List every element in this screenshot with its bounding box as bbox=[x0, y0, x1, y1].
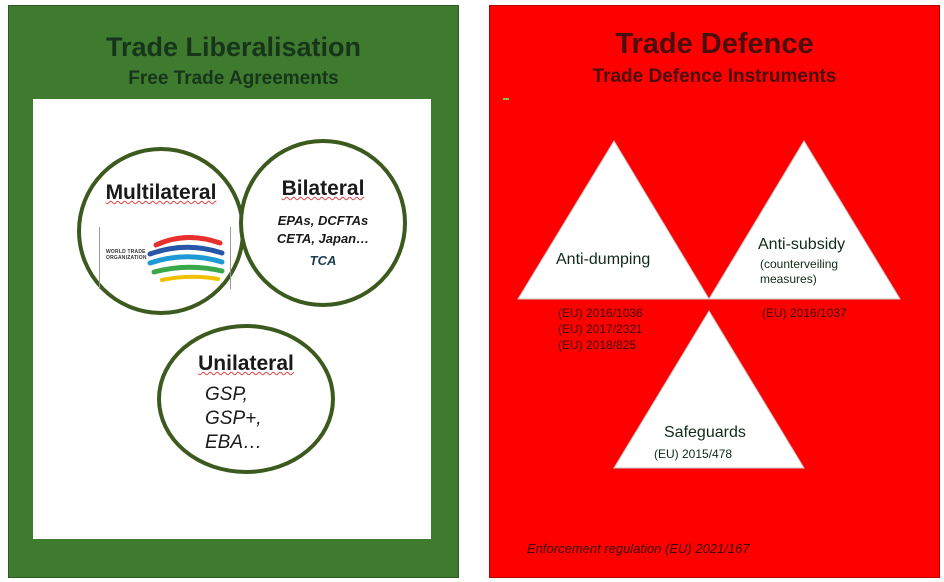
bilateral-title: Bilateral bbox=[281, 177, 365, 200]
unilateral-circle: Unilateral GSP, GSP+, EBA… bbox=[157, 324, 335, 474]
unilateral-line-1: GSP, bbox=[205, 384, 248, 405]
trade-defence-panel: Trade Defence Trade Defence Instruments … bbox=[489, 5, 940, 578]
panel-subtitle: Trade Defence Instruments bbox=[592, 66, 837, 87]
antidumping-triangle bbox=[517, 140, 710, 300]
panel-title: Trade Defence bbox=[615, 28, 814, 60]
unilateral-line-2: GSP+, bbox=[205, 408, 262, 429]
instruments-triangles bbox=[517, 140, 901, 469]
wto-logo-text: WORLD TRADE ORGANIZATION bbox=[106, 249, 147, 261]
agreements-area: Multilateral WORLD TRADE ORGANIZATION Bi… bbox=[33, 99, 431, 539]
regulation-item: (EU) 2016/1036 bbox=[558, 306, 643, 320]
wto-swirl-icon bbox=[147, 234, 225, 282]
bilateral-line-3: TCA bbox=[309, 253, 337, 268]
bilateral-line-2: CETA, Japan… bbox=[276, 231, 370, 246]
multilateral-circle: Multilateral WORLD TRADE ORGANIZATION bbox=[77, 147, 245, 315]
antisubsidy-sublabel: (counterveiling measures) bbox=[760, 257, 839, 286]
safeguards-triangle bbox=[613, 310, 805, 469]
antisubsidy-triangle bbox=[708, 140, 901, 300]
safeguards-label: Safeguards bbox=[664, 424, 746, 441]
regulation-item: (EU) 2017/2321 bbox=[558, 322, 643, 336]
regulation-item: (EU) 2018/825 bbox=[558, 338, 637, 352]
trade-liberalisation-panel: Trade Liberalisation Free Trade Agreemen… bbox=[8, 5, 459, 578]
antisubsidy-regulation: (EU) 2016/1037 bbox=[762, 306, 847, 320]
bilateral-circle: Bilateral EPAs, DCFTAs CETA, Japan… TCA bbox=[239, 139, 407, 307]
unilateral-line-3: EBA… bbox=[205, 432, 263, 453]
antidumping-regulations: (EU) 2016/1036 (EU) 2017/2321 (EU) 2018/… bbox=[558, 305, 643, 353]
multilateral-title: Multilateral bbox=[105, 181, 217, 204]
antisubsidy-label: Anti-subsidy bbox=[758, 236, 846, 253]
antidumping-label: Anti-dumping bbox=[556, 251, 651, 268]
panel-subtitle: Free Trade Agreements bbox=[128, 68, 339, 89]
enforcement-regulation: Enforcement regulation (EU) 2021/167 bbox=[527, 541, 750, 556]
wto-logo: WORLD TRADE ORGANIZATION bbox=[99, 227, 231, 289]
unilateral-title: Unilateral bbox=[198, 352, 294, 375]
decorative-dash bbox=[503, 98, 509, 100]
panel-title: Trade Liberalisation bbox=[105, 32, 362, 62]
bilateral-line-1: EPAs, DCFTAs bbox=[277, 213, 369, 228]
safeguards-regulation: (EU) 2015/478 bbox=[654, 447, 733, 461]
